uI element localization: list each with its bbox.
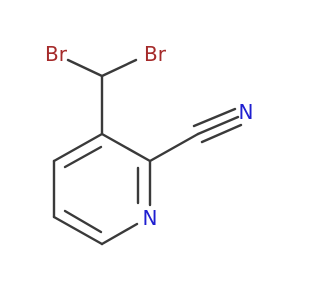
bond-c5-c6 (52, 215, 104, 246)
structure-diagram: Br Br N N (45, 42, 254, 246)
atom-n-nitrile: N (239, 100, 254, 124)
bond-c5-c6-inner (63, 209, 103, 234)
bond-c6-n1 (100, 222, 139, 246)
atom-br-right: Br (144, 42, 167, 66)
atom-labels: Br Br N N (45, 42, 253, 230)
bond-c3-c4 (52, 132, 104, 163)
bond-cn-triple-2 (192, 107, 237, 128)
atom-br-left: Br (45, 42, 68, 66)
bond-c2-cn (148, 132, 200, 163)
molecule-drawing: Br Br N N (45, 42, 253, 246)
bond-c3-c2 (100, 132, 152, 163)
atom-n-ring: N (143, 206, 158, 230)
bond-cn-triple-1 (196, 115, 240, 136)
bond-chbr2-br-right (100, 58, 138, 78)
bond-cn-triple-3 (200, 123, 243, 144)
bond-c3-c4-inner (63, 145, 103, 169)
bonds (52, 58, 243, 246)
bond-chbr2-br-left (66, 58, 104, 78)
